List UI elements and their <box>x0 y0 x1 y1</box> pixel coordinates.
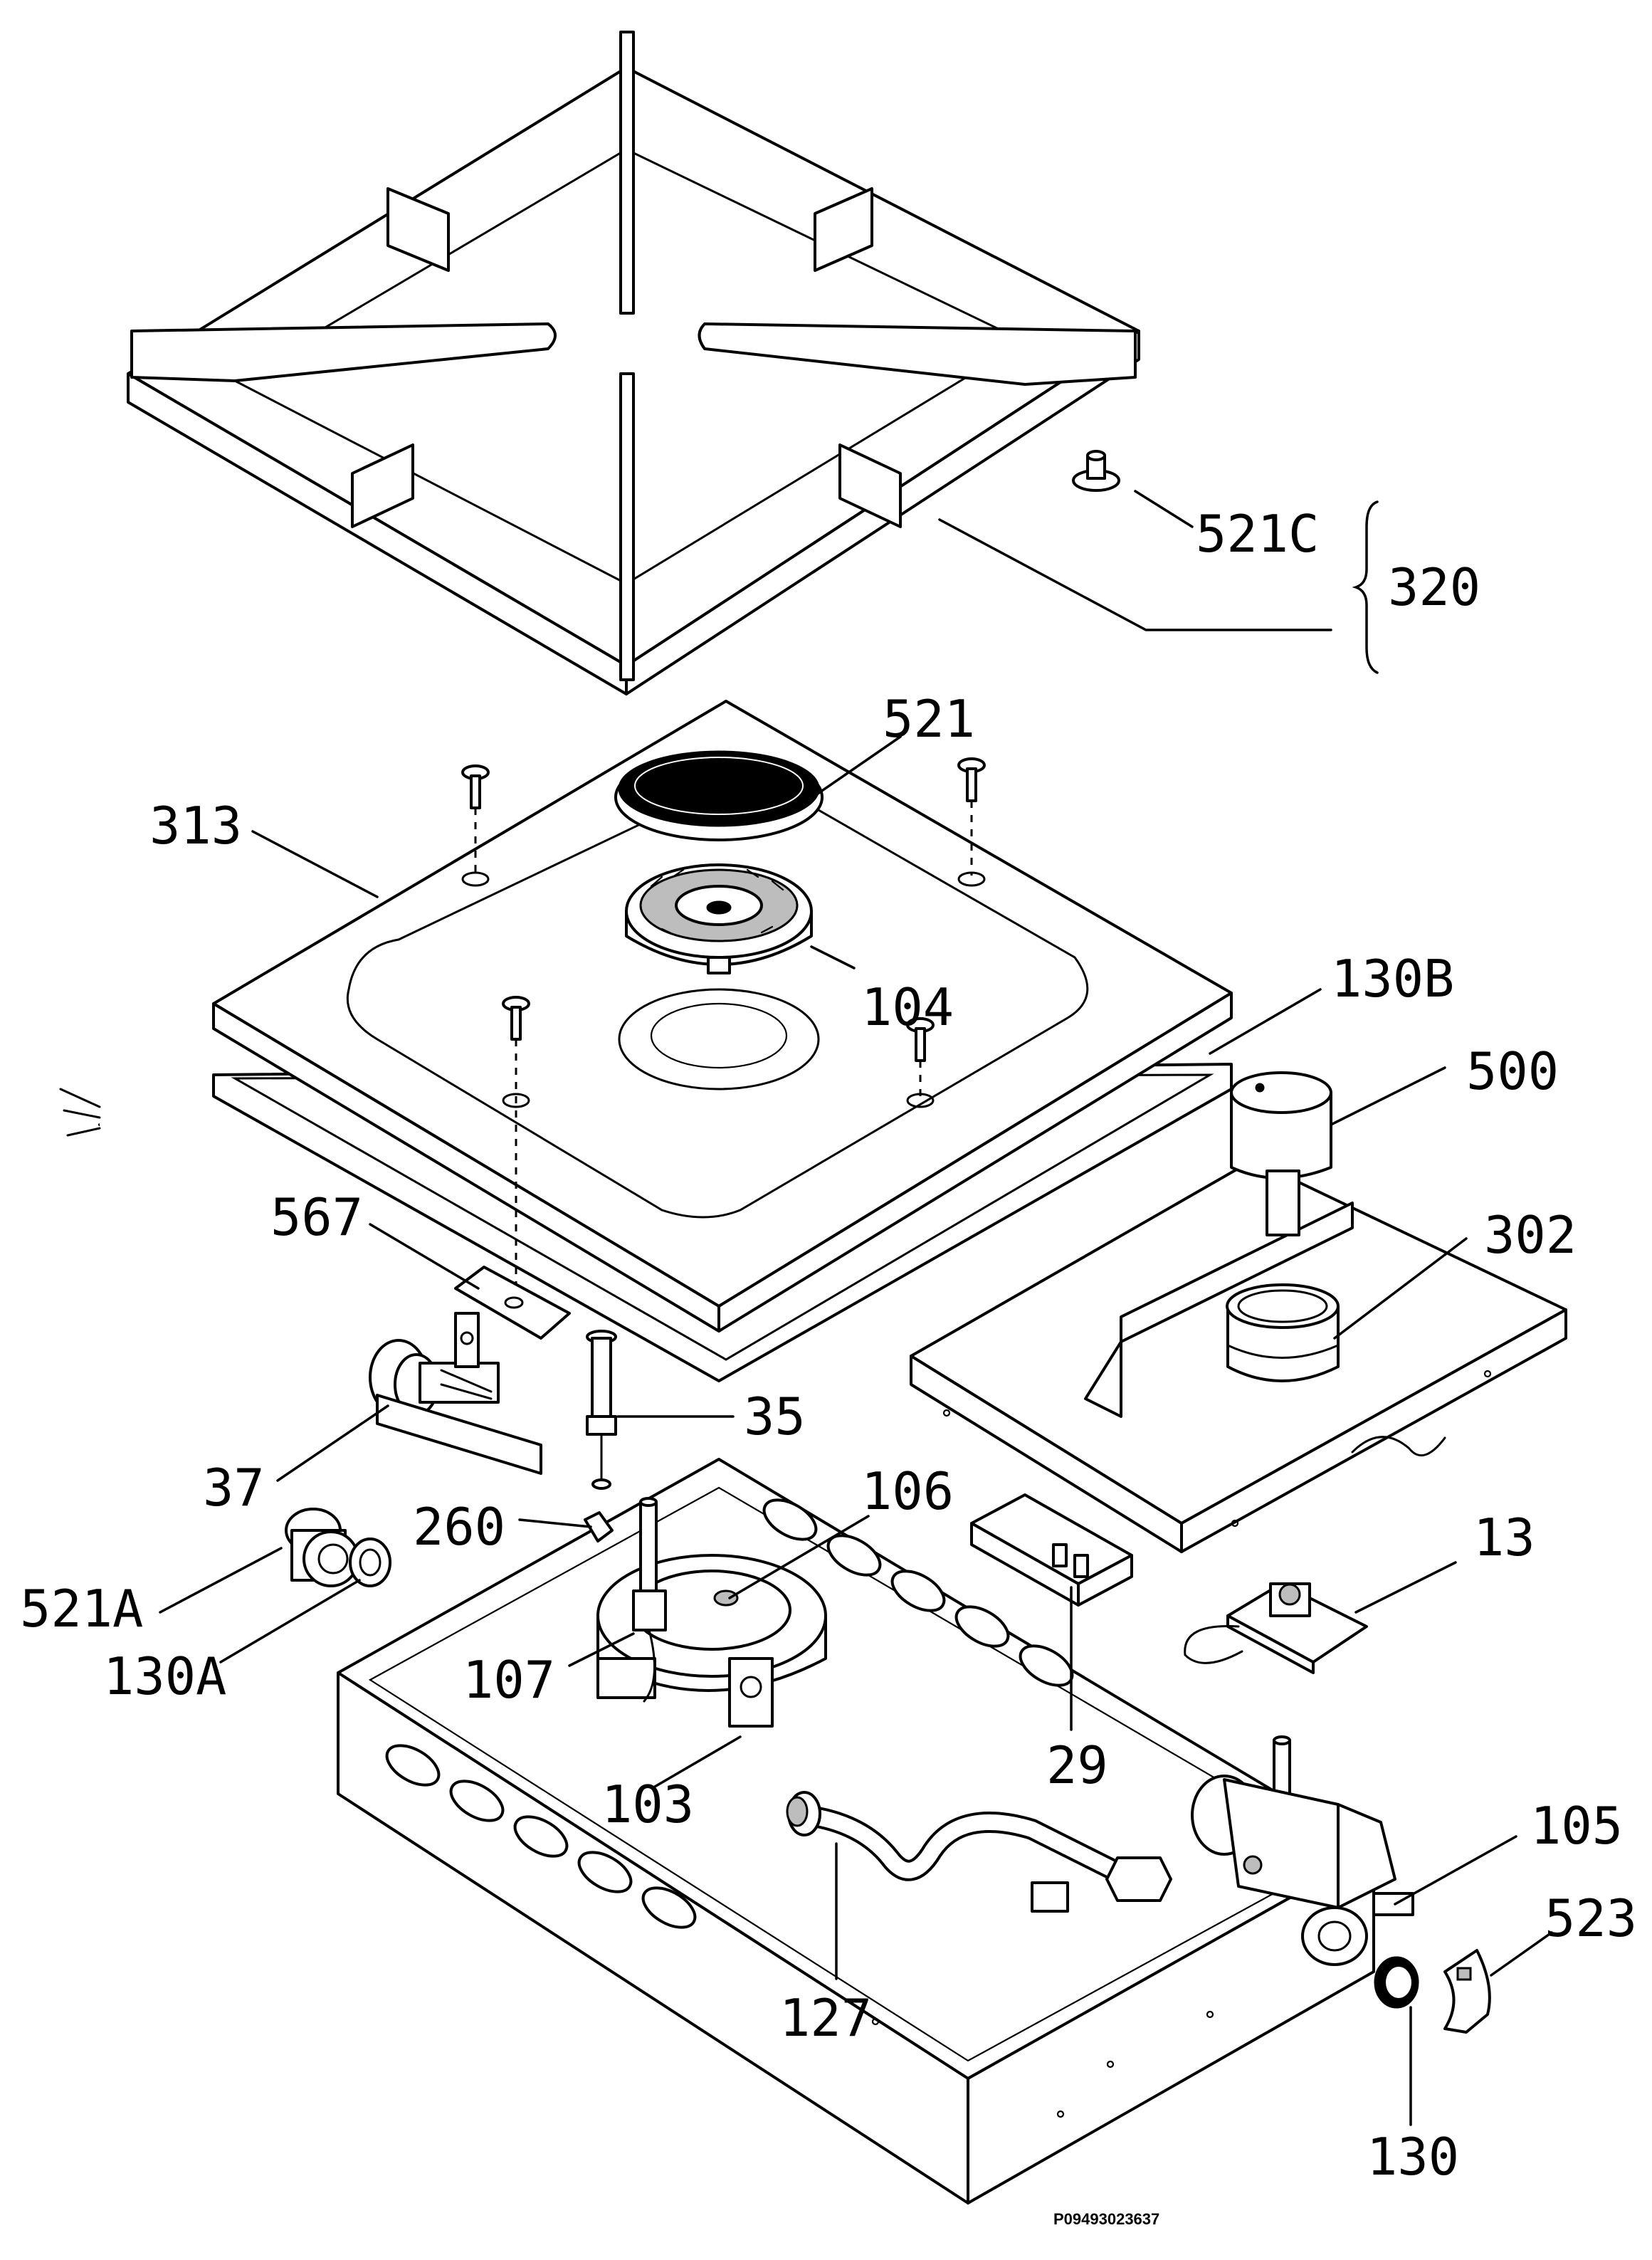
thermocouple-107 <box>632 1497 667 1703</box>
o-ring-130 <box>1374 1956 1419 2009</box>
top-plate-assembly <box>212 700 1233 1382</box>
bezel-302 <box>1226 1283 1340 1382</box>
callout-521C: 521C <box>1196 504 1319 564</box>
callout-523: 523 <box>1545 1888 1637 1948</box>
callout-127: 127 <box>779 1988 872 2048</box>
callout-320: 320 <box>1388 557 1480 617</box>
pan-support-grid <box>127 31 1140 695</box>
clip-260 <box>584 1511 614 1542</box>
callout-567: 567 <box>270 1187 363 1247</box>
burner-cap-521 <box>614 750 824 841</box>
ignition-switch-13 <box>1184 1582 1368 1674</box>
bushing-521A <box>285 1508 359 1587</box>
callout-105: 105 <box>1530 1796 1623 1856</box>
callout-29: 29 <box>1046 1735 1108 1795</box>
callout-130: 130 <box>1367 2127 1459 2187</box>
brace-320 <box>1352 500 1379 674</box>
callout-130B: 130B <box>1331 949 1454 1009</box>
ventilation-slots <box>385 1498 1074 1929</box>
gas-valve-105 <box>1191 1735 1414 1966</box>
fixing-screws <box>461 757 986 1306</box>
callout-521A: 521A <box>20 1579 143 1639</box>
callout-13: 13 <box>1473 1508 1535 1567</box>
spark-generator-29 <box>970 1493 1133 1607</box>
ignition-electrode-35 <box>586 1330 617 1490</box>
callout-302: 302 <box>1484 1205 1577 1265</box>
callout-labels: 521C 320 521 313 104 130B 500 567 302 35… <box>20 504 1637 2228</box>
callout-260: 260 <box>413 1497 505 1557</box>
callout-130A: 130A <box>103 1646 226 1706</box>
clamp-567 <box>454 1266 571 1340</box>
callout-106: 106 <box>861 1461 954 1521</box>
callout-37: 37 <box>203 1458 265 1518</box>
reference-code: P09493023637 <box>1053 2210 1159 2228</box>
leader-lines <box>159 490 1553 2126</box>
callout-35: 35 <box>744 1387 806 1446</box>
gas-pipe-127 <box>786 1791 1172 1913</box>
washer-130A <box>349 1538 391 1587</box>
callout-104: 104 <box>861 977 954 1037</box>
burner-head-104 <box>625 863 813 974</box>
callout-521: 521 <box>883 689 975 749</box>
callout-313: 313 <box>149 796 242 856</box>
rubber-foot-521C <box>1072 450 1120 492</box>
callout-103: 103 <box>601 1775 694 1834</box>
callout-107: 107 <box>463 1650 555 1710</box>
control-knob-500 <box>1230 1071 1332 1236</box>
clip-523 <box>1443 1949 1491 2034</box>
callout-500: 500 <box>1466 1041 1559 1101</box>
supply-cable-37 <box>59 1088 542 1475</box>
